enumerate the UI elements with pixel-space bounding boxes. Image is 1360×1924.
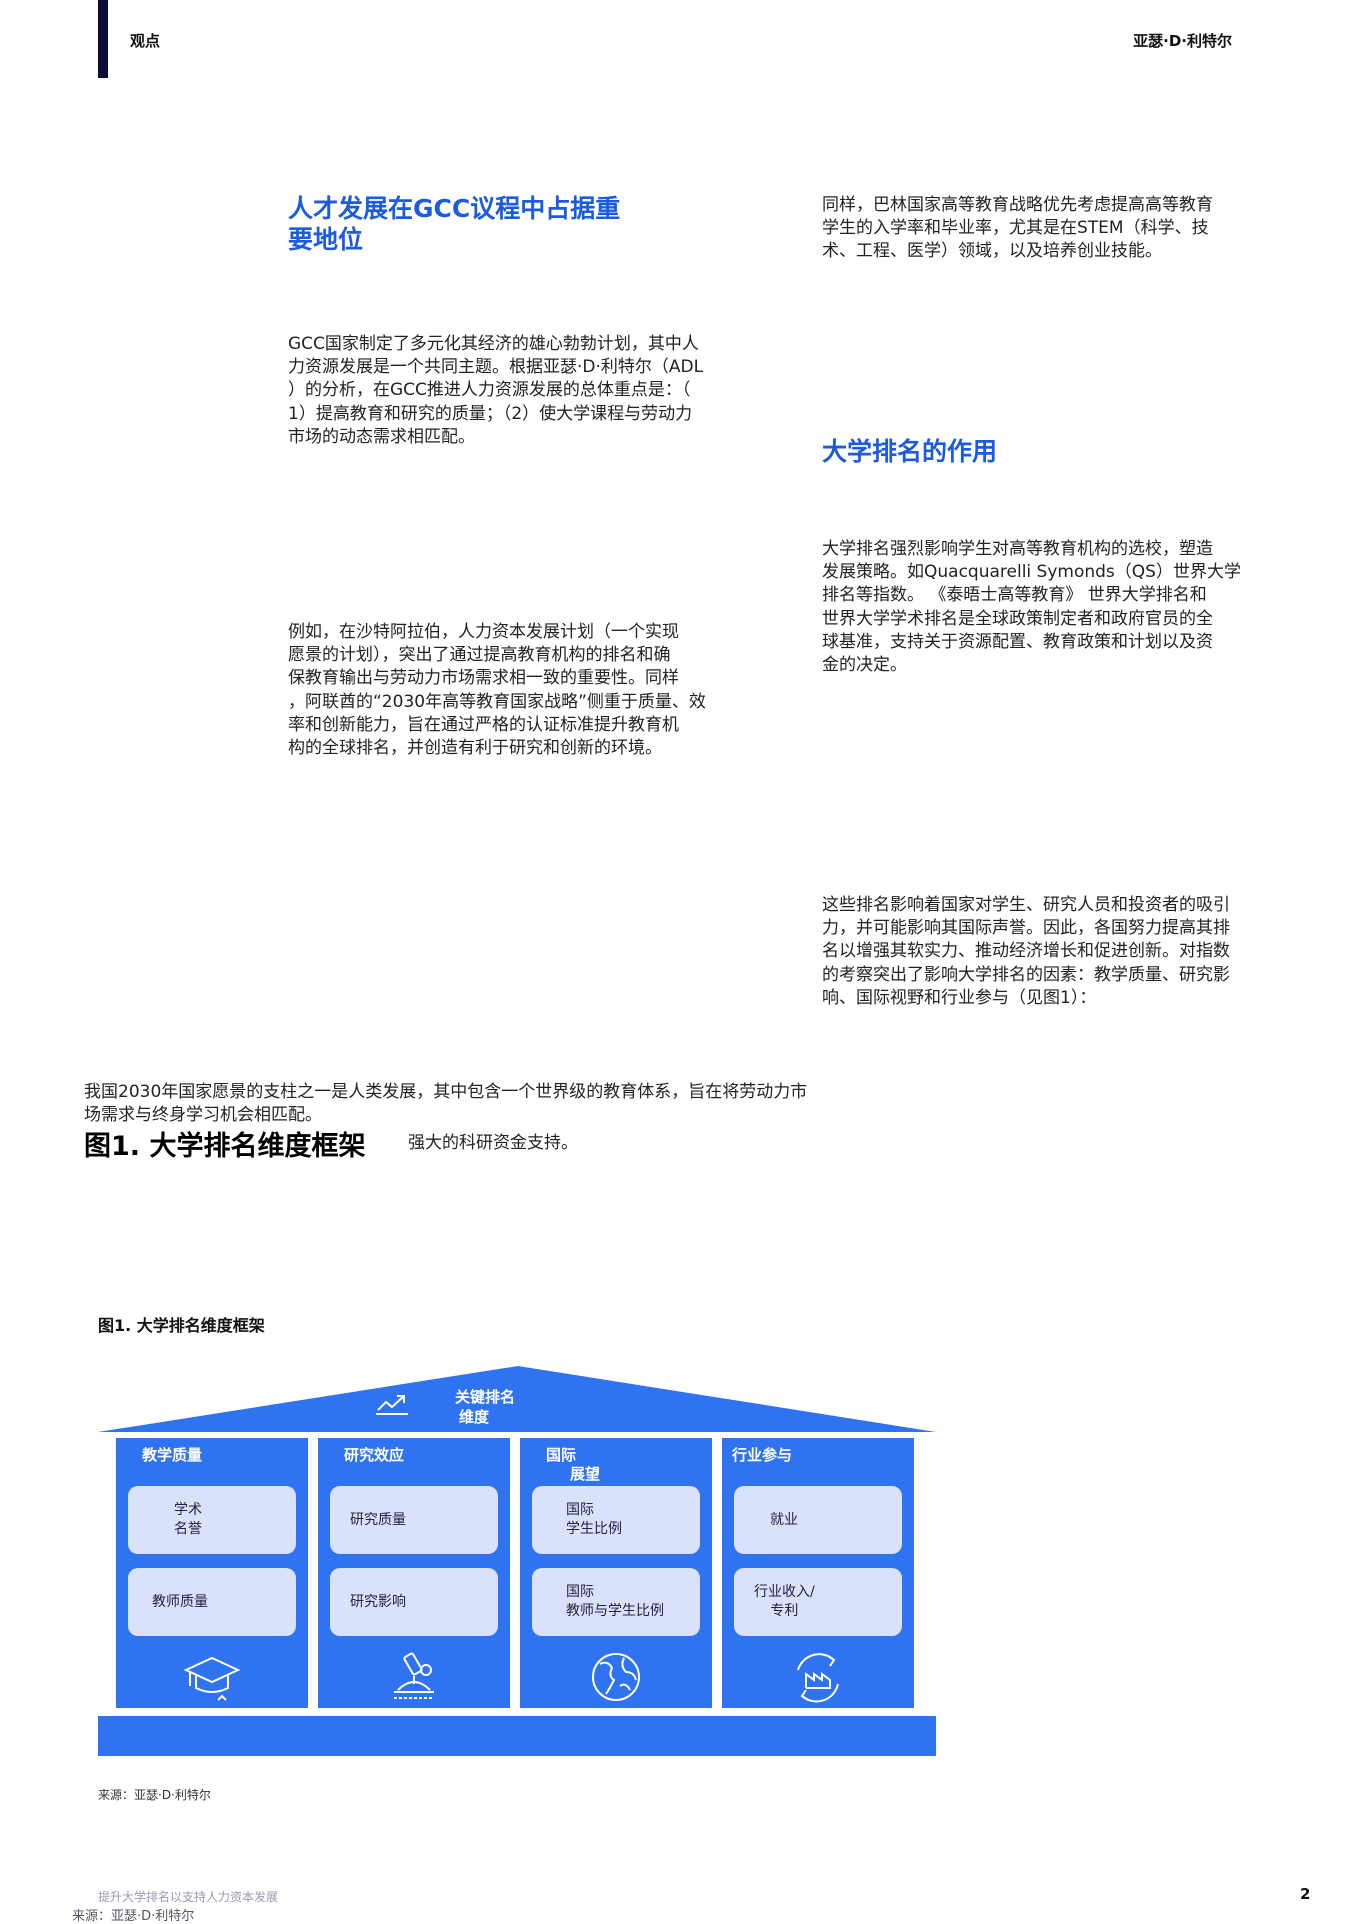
header-accent-bar [98,0,108,78]
paragraph-saudi-uae: 例如，在沙特阿拉伯，人力资本发展计划（一个实现 愿景的计划），突出了通过提高教育… [288,622,706,759]
foundation-bar [98,1716,936,1756]
section-title-rankings: 大学排名的作用 [822,437,998,466]
microscope-icon [394,1652,434,1699]
pillar-research-impact: 研究效应 研究质量 研究影响 [318,1438,510,1708]
card-research-influence: 研究影响 [330,1568,498,1636]
trend-chart-icon [376,1395,408,1415]
section-title-talent: 人才发展在GCC议程中占据重 要地位 [288,194,621,254]
card-employment: 就业 [734,1486,902,1554]
card-international-staff: 国际 教师与学生比例 [532,1568,700,1636]
paragraph-bahrain: 同样，巴林国家高等教育战略优先考虑提高高等教育 学生的入学率和毕业率，尤其是在S… [822,195,1213,262]
pillar-international-outlook: 国际 展望 国际 学生比例 国际 教师与学生比例 [520,1438,712,1708]
footer-document-title: 提升大学排名以支持人力资本发展 [98,1890,279,1904]
company-name: 亚瑟·D·利特尔 [1133,32,1232,50]
card-academic-reputation: 学术 名誉 [128,1486,296,1554]
section-label: 观点 [130,32,161,50]
pillar-industry-engagement: 行业参与 就业 行业收入/ 专利 [722,1438,914,1708]
paragraph-ranking-factors: 这些排名影响着国家对学生、研究人员和投资者的吸引 力，并可能影响其国际声誉。因此… [822,895,1230,1008]
paragraph-gcc-plans: GCC国家制定了多元化其经济的雄心勃勃计划，其中人 力资源发展是一个共同主题。根… [288,334,704,447]
card-teacher-quality: 教师质量 [128,1568,296,1636]
paragraph-vision-2030: 我国2030年国家愿景的支柱之一是人类发展，其中包含一个世界级的教育体系，旨在将… [84,1082,808,1126]
card-international-students: 国际 学生比例 [532,1486,700,1554]
figure-heading: 图1. 大学排名维度框架 [84,1131,366,1162]
roof-title: 关键排名 维度 [455,1388,516,1426]
card-industry-income-patents: 行业收入/ 专利 [734,1568,902,1636]
figure-heading-note: 强大的科研资金支持。 [408,1133,578,1153]
graduation-cap-icon [183,1656,241,1701]
footer-source: 来源：亚瑟·D·利特尔 [72,1909,195,1924]
figure-source: 来源：亚瑟·D·利特尔 [98,1788,211,1802]
globe-icon [592,1653,640,1701]
figure-label: 图1. 大学排名维度框架 [98,1316,265,1335]
paragraph-rankings-influence: 大学排名强烈影响学生对高等教育机构的选校，塑造 发展策略。如Quacquarel… [822,539,1241,676]
pillar-teaching-quality: 教学质量 学术 名誉 教师质量 [116,1438,308,1708]
factory-cycle-icon [797,1653,839,1703]
card-research-quality: 研究质量 [330,1486,498,1554]
page-number: 2 [1300,1885,1311,1903]
roof-shape [98,1366,936,1432]
